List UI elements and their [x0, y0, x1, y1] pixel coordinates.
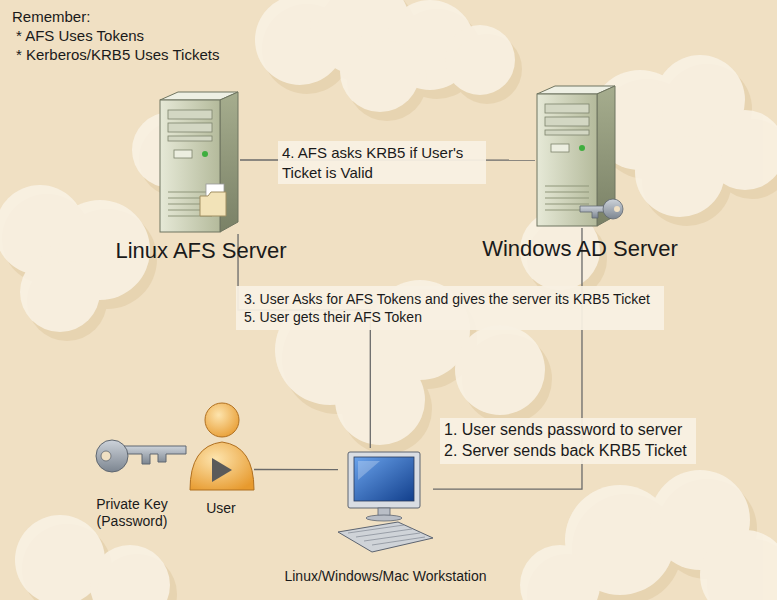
server-key-icon: [580, 206, 604, 218]
private-key-icon: [96, 440, 186, 472]
private-key-icon: [96, 440, 128, 472]
file-server: Linux AFS Server: [158, 90, 240, 234]
note-text: * Kerberos/KRB5 Uses Tickets: [16, 46, 219, 64]
user-icon: [190, 403, 254, 490]
server-key-icon: [580, 199, 623, 219]
workstation: Linux/Windows/Mac Workstation: [338, 448, 433, 556]
workstation-icon: [338, 452, 433, 552]
node-label: Linux AFS Server: [115, 238, 286, 264]
user-icon: [190, 442, 254, 490]
server-key-icon: [603, 199, 623, 219]
user-icon: [205, 403, 239, 437]
note-text: * AFS Uses Tokens: [16, 27, 144, 45]
step-label: 1. User sends password to server 2. Serv…: [440, 418, 696, 464]
user-figure: User: [188, 402, 254, 492]
workstation-icon: [338, 522, 433, 552]
workstation-icon: [358, 461, 380, 480]
node-label: Private Key (Password): [82, 496, 182, 530]
private-key-icon: [101, 451, 111, 461]
node-label: Linux/Windows/Mac Workstation: [284, 568, 486, 585]
connector-line: [254, 469, 338, 470]
step-label: 3. User Asks for AFS Tokens and gives th…: [236, 286, 664, 330]
node-label: User: [206, 500, 236, 517]
private-key: Private Key (Password): [95, 432, 185, 480]
afs-server-icon: [160, 92, 238, 232]
private-key-icon: [124, 446, 186, 464]
step-label: 4. AFS asks KRB5 if User's Ticket is Val…: [278, 141, 486, 184]
folder-icon: [200, 184, 226, 216]
node-label: Windows AD Server: [482, 236, 678, 262]
ad-server-icon: [537, 86, 615, 226]
user-icon: [212, 458, 232, 482]
workstation-icon: [348, 452, 420, 508]
workstation-icon: [354, 457, 414, 501]
directory-server: Windows AD Server: [535, 84, 617, 228]
workstation-icon: [348, 525, 425, 545]
connector-line: [238, 234, 370, 448]
server-key-icon: [614, 206, 620, 212]
workstation-icon: [366, 515, 402, 521]
folder-icon: [200, 192, 226, 216]
note-text: Remember:: [12, 8, 90, 26]
